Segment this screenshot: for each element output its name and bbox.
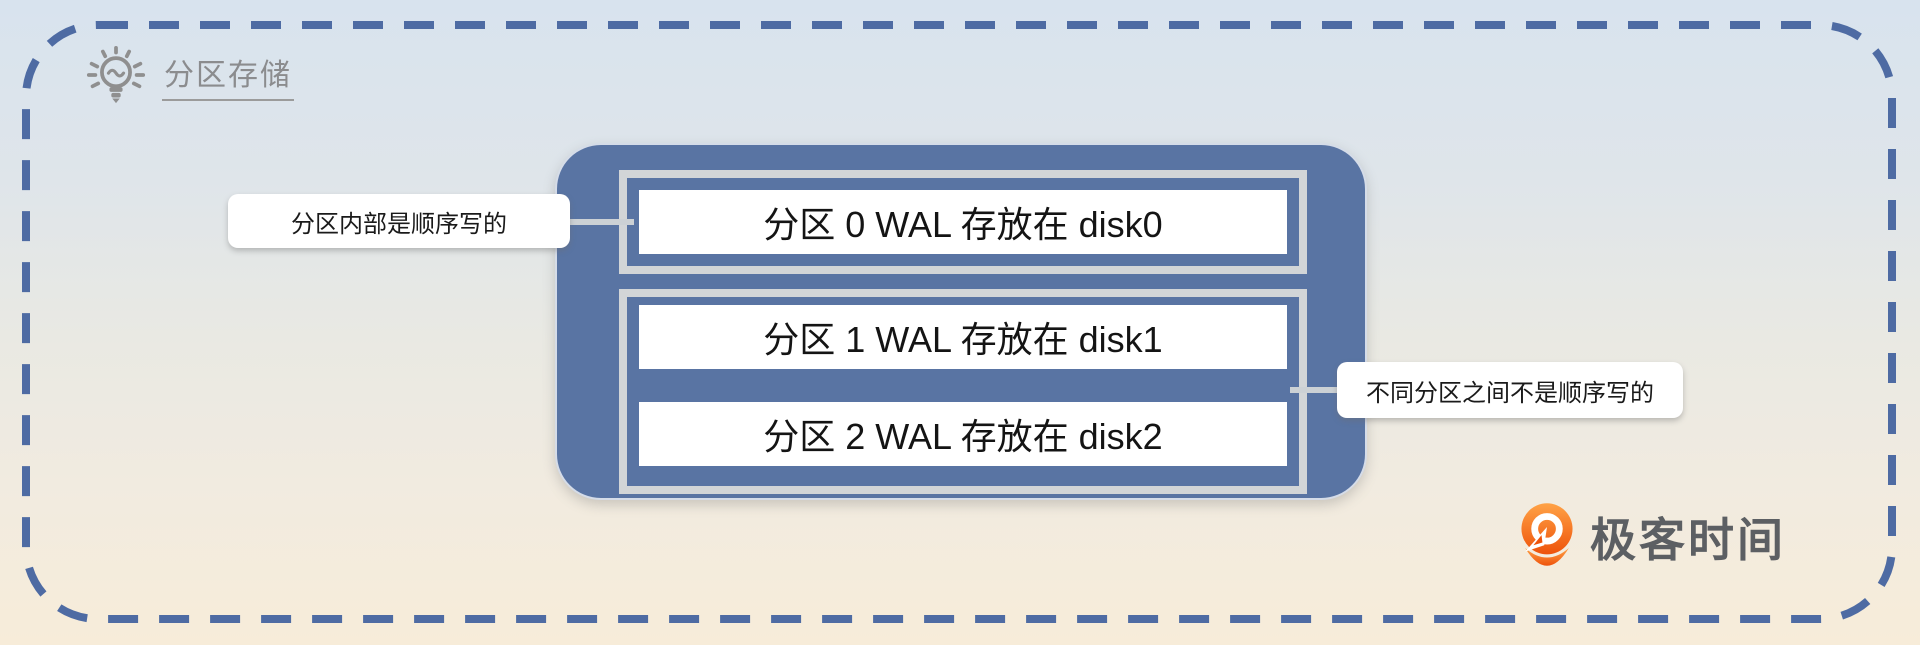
geektime-logo: 极客时间 — [1516, 500, 1786, 574]
left-callout-connector — [558, 219, 634, 225]
wal-row-disk0: 分区 0 WAL 存放在 disk0 — [639, 190, 1287, 254]
right-callout-connector — [1290, 387, 1344, 393]
partition-group-1-2: 分区 1 WAL 存放在 disk1 分区 2 WAL 存放在 disk2 — [619, 289, 1307, 494]
right-callout: 不同分区之间不是顺序写的 — [1337, 362, 1683, 418]
page-title: 分区存储 — [162, 50, 294, 101]
geektime-logo-text: 极客时间 — [1590, 514, 1786, 566]
wal-row-disk1: 分区 1 WAL 存放在 disk1 — [639, 305, 1287, 369]
wal-row-disk2: 分区 2 WAL 存放在 disk2 — [639, 402, 1287, 466]
lightbulb-icon — [86, 45, 146, 104]
partition-storage-box: 分区 0 WAL 存放在 disk0 分区 1 WAL 存放在 disk1 分区… — [555, 143, 1367, 500]
partition-group-0: 分区 0 WAL 存放在 disk0 — [619, 170, 1307, 274]
header: 分区存储 — [86, 44, 294, 106]
geektime-logo-icon — [1521, 503, 1573, 566]
left-callout: 分区内部是顺序写的 — [228, 194, 570, 248]
